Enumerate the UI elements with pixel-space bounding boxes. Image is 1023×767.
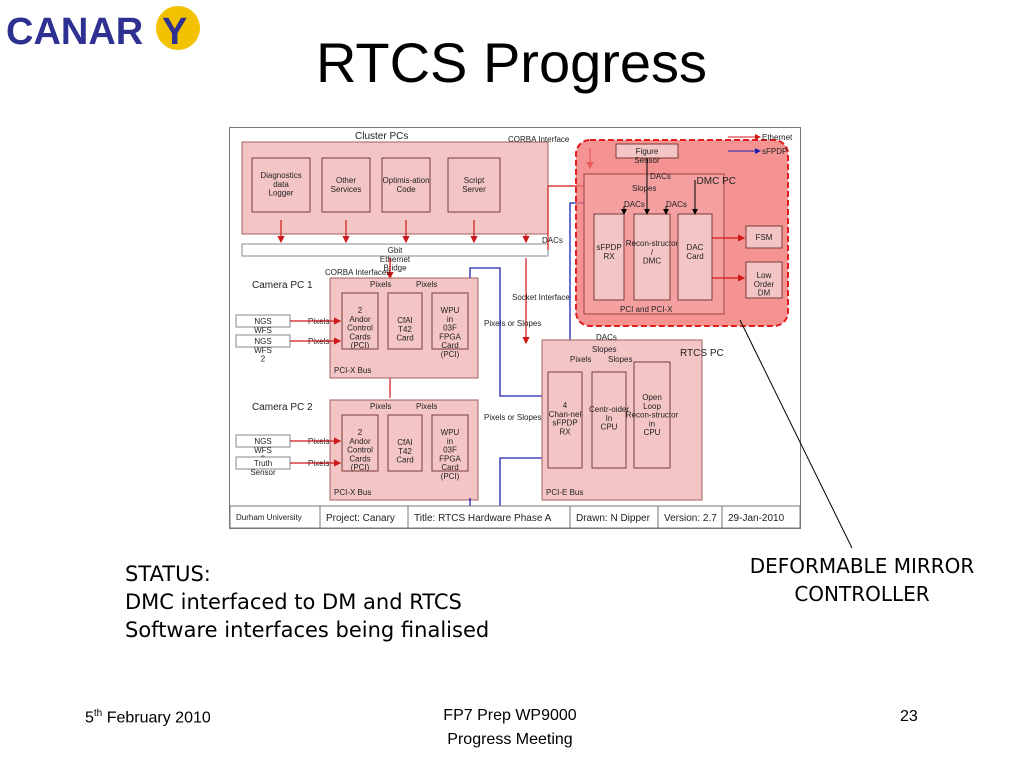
titleblock-version: Version: 2.7 <box>664 513 717 524</box>
footer-date-suffix: th <box>93 708 103 719</box>
corba-interfaces-label: CORBA Interfaces <box>325 268 390 277</box>
footer-date: 5th February 2010 <box>85 708 211 727</box>
camera2-card-3 <box>431 414 469 472</box>
rtcs-card-3 <box>633 361 671 469</box>
dm-controller-label: DEFORMABLE MIRROR CONTROLLER <box>722 552 1002 608</box>
cluster-box-1 <box>251 157 311 213</box>
titleblock-date: 29-Jan-2010 <box>728 513 785 524</box>
status-line-3: Software interfaces being finalised <box>125 618 490 642</box>
footer-meeting-line-2: Progress Meeting <box>447 731 573 748</box>
dacs-label: DACs <box>542 236 563 245</box>
titleblock-project: Project: Canary <box>326 513 395 524</box>
rtcs-slopes-2: Slopes <box>608 355 632 364</box>
logo-circle <box>156 6 200 50</box>
pointer-line <box>739 319 853 549</box>
cluster-box-3 <box>381 157 431 213</box>
status-line-2: DMC interfaced to DM and RTCS <box>125 590 462 614</box>
rtcs-bus: PCI-E Bus <box>546 488 583 497</box>
footer-date-day: 5 <box>85 709 94 727</box>
slide-title: RTCS Progress <box>315 31 708 94</box>
fsm-label: FSM <box>756 233 773 242</box>
camera1-card-3 <box>431 292 469 350</box>
dm-label-line-2: CONTROLLER <box>794 582 930 606</box>
titleblock-drawn: Drawn: N Dipper <box>576 513 651 524</box>
corba-interface-label: CORBA Interface <box>508 135 570 144</box>
camera2-pixels-2: Pixels <box>416 402 437 411</box>
low-order-dm-box <box>745 261 783 299</box>
camera1-pixels-1: Pixels <box>370 280 391 289</box>
titleblock-doc: Title: RTCS Hardware Phase A <box>414 513 552 524</box>
socket-interface-label: Socket Interface <box>512 293 570 302</box>
cluster-box-2 <box>321 157 371 213</box>
dm-label-line-1: DEFORMABLE MIRROR <box>749 554 975 578</box>
dmc-bus: PCI and PCI-X <box>620 305 673 314</box>
diagram-legend: Ethernet sFPDP <box>728 133 793 156</box>
pixels-or-slopes-1: Pixels or Slopes <box>484 319 541 328</box>
rtcs-card-1 <box>547 371 583 469</box>
camera1-pixels-2: Pixels <box>416 280 437 289</box>
rtcs-title: RTCS PC <box>680 348 724 359</box>
titleblock-org: Durham University <box>236 513 302 522</box>
status-text: STATUS: DMC interfaced to DM and RTCS So… <box>125 560 489 644</box>
camera1-bus: PCI-X Bus <box>334 366 371 375</box>
dmc-dacs-3: DACs <box>666 200 687 209</box>
rtcs-slopes-1: Slopes <box>592 345 616 354</box>
camera2-bus: PCI-X Bus <box>334 488 371 497</box>
footer-date-rest: February 2010 <box>102 709 211 727</box>
rtcs-pixels: Pixels <box>570 355 591 364</box>
fsm-box <box>745 225 783 249</box>
camera1-card-1 <box>341 292 379 350</box>
dmc-slopes: Slopes <box>632 184 656 193</box>
rtcs-dacs: DACs <box>596 333 617 342</box>
logo-y: Y <box>162 11 187 53</box>
pixels-or-slopes-2: Pixels or Slopes <box>484 413 541 422</box>
legend-ethernet: Ethernet <box>762 133 793 142</box>
camera2-card-2 <box>387 414 423 472</box>
footer-meeting: FP7 Prep WP9000 Progress Meeting <box>400 704 620 752</box>
canary-logo: CANAR Y <box>6 6 200 53</box>
camera1-card-2 <box>387 292 423 350</box>
cluster-title: Cluster PCs <box>355 131 408 142</box>
cluster-box-4 <box>447 157 501 213</box>
status-line-1: STATUS: <box>125 562 211 586</box>
legend-sfpdp: sFPDP <box>762 147 787 156</box>
dmc-card-2-label: Recon-structor/DMC <box>626 239 679 266</box>
footer-meeting-line-1: FP7 Prep WP9000 <box>443 707 577 724</box>
camera2-card-1 <box>341 414 379 472</box>
camera2-pixels-1: Pixels <box>370 402 391 411</box>
dmc-dacs-1: DACs <box>650 172 671 181</box>
camera2-title: Camera PC 2 <box>252 402 313 413</box>
dmc-dacs-2: DACs <box>624 200 645 209</box>
page-number: 23 <box>900 708 918 725</box>
dmc-title: DMC PC <box>697 176 736 187</box>
dmc-card-1 <box>593 213 625 301</box>
dmc-card-2 <box>633 213 671 301</box>
camera1-title: Camera PC 1 <box>252 280 313 291</box>
rtcs-card-2 <box>591 371 627 469</box>
logo-text: CANAR <box>6 11 143 53</box>
